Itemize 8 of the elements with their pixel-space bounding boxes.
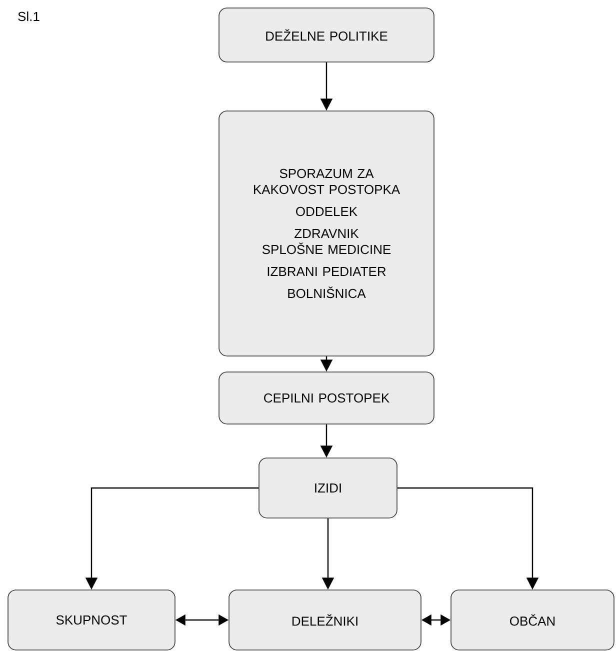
- process-box: SPORAZUM ZA KAKOVOST POSTOPKA ODDELEK ZDRAVNIK SPLOŠNE MEDICINE IZBRANI PEDIATER BOLNIŠNICA: [218, 110, 434, 356]
- process-box: IZIDI: [258, 458, 398, 518]
- process-box: DEŽELNE POLITIKE: [218, 8, 434, 62]
- process-box: SKUPNOST: [8, 590, 176, 650]
- process-box: CEPILNI POSTOPEK: [218, 372, 434, 424]
- process-box: DELEŽNIKI: [228, 590, 422, 650]
- figure-number: Sl.1: [18, 12, 40, 22]
- process-box: OBČAN: [450, 590, 614, 650]
